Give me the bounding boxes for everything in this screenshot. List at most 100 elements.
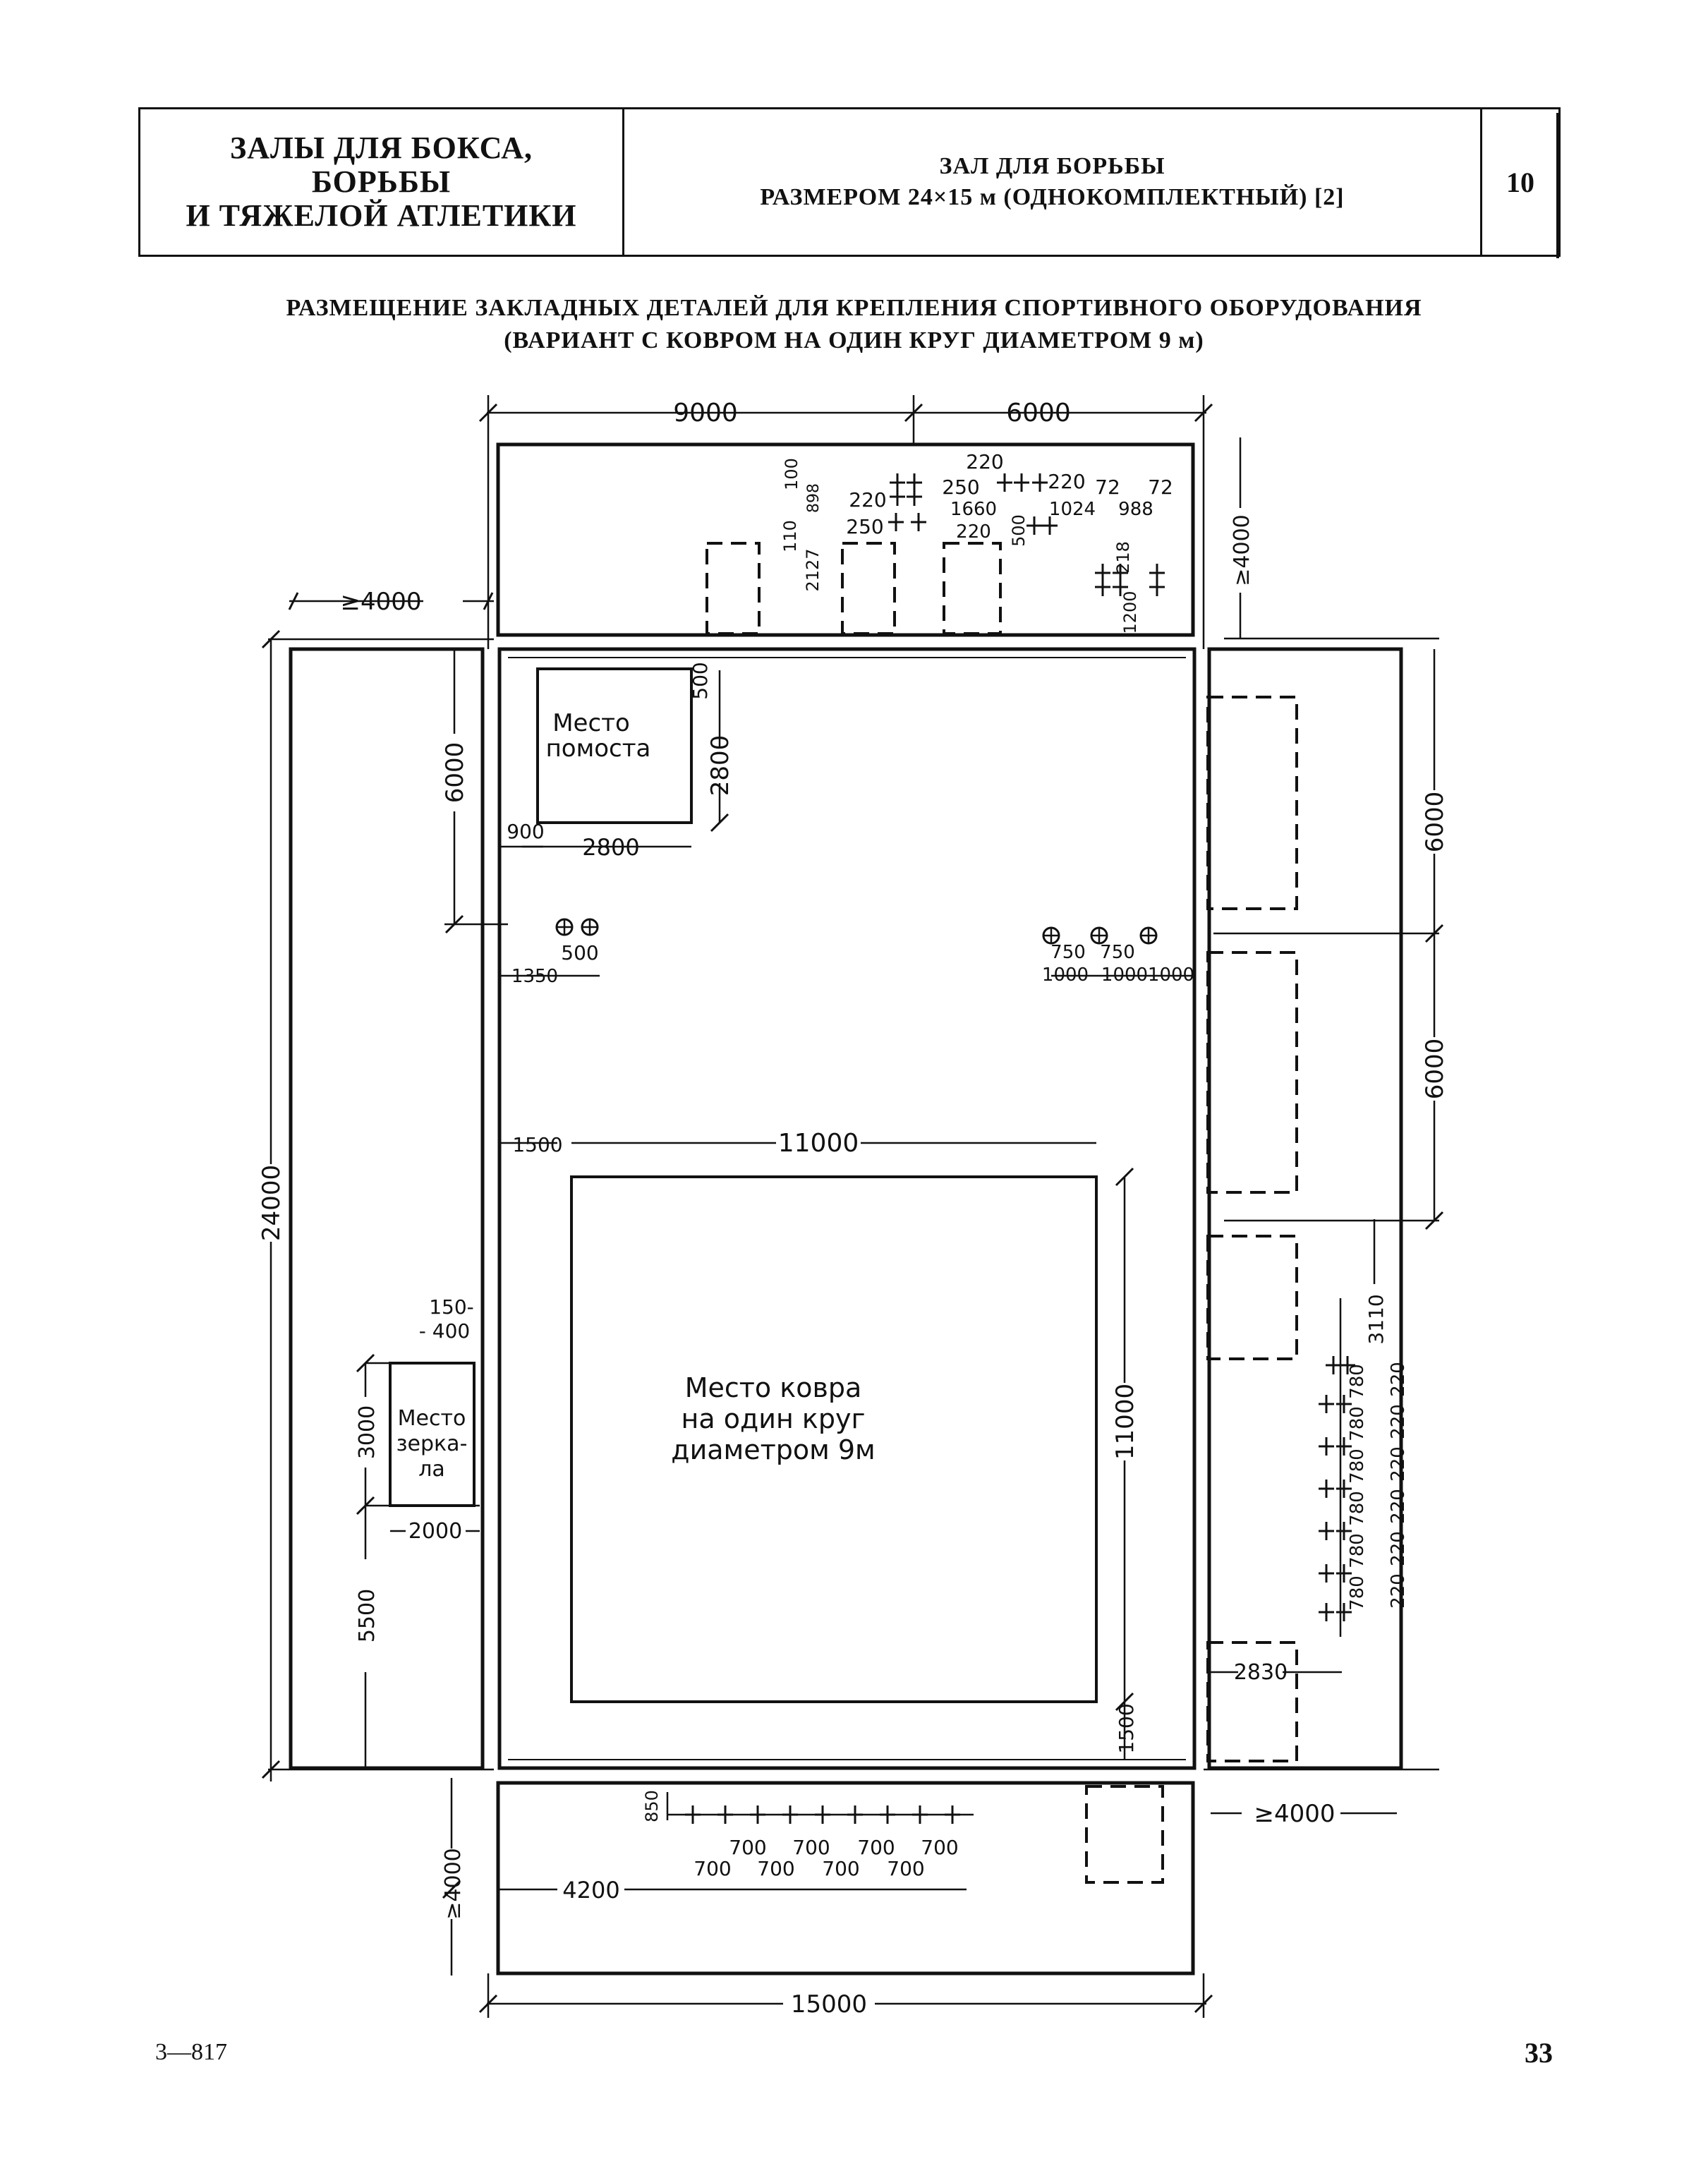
dim-2127: 2127 (803, 548, 823, 591)
dim-898: 898 (805, 483, 823, 513)
dim-700: 700 (857, 1836, 895, 1859)
dim-250: 250 (942, 476, 979, 499)
dim-850: 850 (642, 1790, 662, 1822)
heading-line: РАЗМЕЩЕНИЕ ЗАКЛАДНЫХ ДЕТАЛЕЙ ДЛЯ КРЕПЛЕН… (286, 295, 1422, 321)
dim-700: 700 (694, 1857, 731, 1880)
dim-110: 110 (780, 520, 800, 552)
dim-500: 500 (561, 941, 598, 964)
dim-750: 750 (1050, 942, 1086, 963)
dim-700: 700 (921, 1836, 958, 1859)
dim-150: 150- (429, 1295, 474, 1319)
dim-250: 250 (846, 515, 883, 538)
platform-label: Место (552, 709, 630, 737)
sheet-title-cell: ЗАЛ ДЛЯ БОРЬБЫ РАЗМЕРОМ 24×15 м (ОДНОКОМ… (624, 109, 1482, 255)
dim-2800: 2800 (706, 735, 734, 797)
mirror-label: зерка- (396, 1432, 468, 1456)
main-hall (497, 647, 1197, 1770)
dim-500: 500 (1009, 514, 1029, 547)
dim-ge4000: ≥4000 (441, 1848, 466, 1919)
carpet-label: на один круг (682, 1403, 866, 1434)
carpet-area (570, 1175, 1098, 1703)
dim-6000: 6000 (1006, 399, 1071, 428)
dim-72: 72 (1095, 476, 1120, 499)
sheet-title-line: РАЗМЕРОМ 24×15 м (ОДНОКОМПЛЕКТНЫЙ) [2] (760, 184, 1345, 210)
hall-walls (289, 442, 1403, 1976)
dim-24000: 24000 (258, 1165, 286, 1241)
dim-220: 220 (956, 521, 991, 543)
dim-1000: 1000 (1101, 964, 1148, 986)
dim-1660: 1660 (950, 499, 997, 520)
sheet-title-line: ЗАЛ ДЛЯ БОРЬБЫ (939, 153, 1165, 179)
dim-988: 988 (1118, 499, 1153, 520)
dim-72: 72 (1148, 476, 1173, 499)
mirror-label: Место (398, 1406, 466, 1431)
platform-area (536, 667, 693, 824)
dim-750: 750 (1100, 942, 1135, 963)
dim-220: 220 (1048, 470, 1085, 493)
dim-6000: 6000 (1421, 792, 1449, 853)
dim-15000: 15000 (791, 1990, 867, 2019)
section-title-line: БОРЬБЫ (311, 164, 452, 199)
dim-1024: 1024 (1049, 499, 1096, 520)
dim-1500: 1500 (1115, 1703, 1138, 1753)
dim-700: 700 (822, 1857, 859, 1880)
dim-780: 780 (1347, 1533, 1368, 1568)
sheet-number: 10 (1506, 166, 1534, 198)
title-block-outer-edge (1556, 113, 1559, 258)
dim-1500: 1500 (512, 1133, 562, 1156)
page-number: 33 (1525, 2037, 1553, 2069)
dim-780: 780 (1347, 1406, 1368, 1441)
dim-700: 700 (887, 1857, 924, 1880)
dim-3000: 3000 (355, 1405, 380, 1459)
dim-220: 220 (1388, 1531, 1409, 1566)
drawing-heading: РАЗМЕЩЕНИЕ ЗАКЛАДНЫХ ДЕТАЛЕЙ ДЛЯ КРЕПЛЕН… (0, 292, 1708, 357)
dim-1200: 1200 (1120, 591, 1140, 634)
dim-1000: 1000 (1148, 964, 1194, 986)
dim-220: 220 (1388, 1404, 1409, 1439)
dashed-equipment-zones (705, 542, 1298, 1884)
dim-400: - 400 (419, 1319, 470, 1343)
top-storage-room (496, 442, 1195, 637)
dim-9000: 9000 (673, 399, 738, 428)
dim-780: 780 (1347, 1364, 1368, 1399)
dim-780: 780 (1347, 1575, 1368, 1611)
dim-2800: 2800 (582, 834, 639, 861)
title-block: ЗАЛЫ ДЛЯ БОКСА, БОРЬБЫ И ТЯЖЕЛОЙ АТЛЕТИК… (138, 107, 1561, 257)
section-title-cell: ЗАЛЫ ДЛЯ БОКСА, БОРЬБЫ И ТЯЖЕЛОЙ АТЛЕТИК… (140, 109, 624, 255)
carpet-label: диаметром 9м (671, 1434, 875, 1465)
dim-6000: 6000 (441, 742, 469, 804)
section-title-line: И ТЯЖЕЛОЙ АТЛЕТИКИ (186, 198, 577, 233)
dim-220: 220 (849, 488, 886, 512)
dim-4200: 4200 (562, 1877, 619, 1904)
dim-5500: 5500 (355, 1589, 380, 1642)
dim-11000: 11000 (778, 1129, 859, 1158)
dim-1000: 1000 (1042, 964, 1089, 986)
dim-220: 220 (966, 450, 1003, 473)
dim-780: 780 (1347, 1491, 1368, 1526)
dim-220: 220 (1388, 1573, 1409, 1609)
dim-700: 700 (729, 1836, 766, 1859)
dim-780: 780 (1347, 1448, 1368, 1484)
dim-2000: 2000 (408, 1519, 462, 1544)
dim-220: 220 (1388, 1362, 1409, 1397)
drawing-code: 3—817 (155, 2039, 227, 2065)
rings-left (555, 918, 599, 936)
dim-ge4000: ≥4000 (1230, 514, 1254, 586)
dim-700: 700 (757, 1857, 794, 1880)
platform-label: помоста (546, 734, 651, 763)
dimension-texts: 9000 6000 ≥4000 ≥4000 15000 900 2800 500… (340, 399, 1335, 2019)
dim-1350: 1350 (511, 966, 558, 987)
mirror-label: ла (418, 1457, 445, 1482)
vertical-dimension-texts: 24000 6000 2800 500 6000 6000 ≥4000 1100… (258, 458, 1449, 1920)
dim-ge4000: ≥4000 (340, 588, 421, 616)
dimension-ticks (261, 403, 1444, 2014)
heading-line: (ВАРИАНТ С КОВРОМ НА ОДИН КРУГ ДИАМЕТРОМ… (504, 327, 1204, 353)
dim-220: 220 (1388, 1446, 1409, 1482)
dim-100: 100 (782, 458, 801, 490)
left-side-zone (289, 647, 485, 1770)
dim-218: 218 (1113, 541, 1133, 574)
inner-rooms (389, 667, 1098, 1703)
dim-3110: 3110 (1364, 1294, 1388, 1344)
dimension-lines (268, 395, 1439, 2018)
